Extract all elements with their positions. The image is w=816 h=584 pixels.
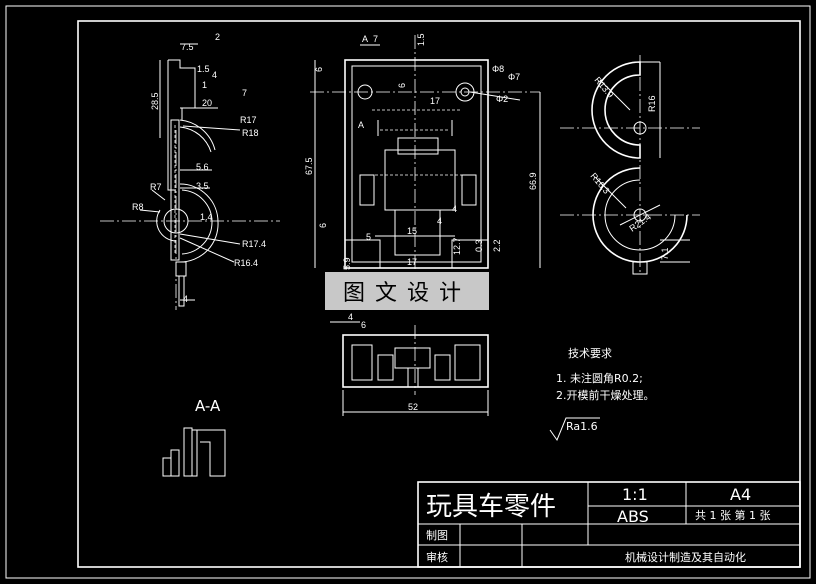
dim-side-10: R18 <box>242 128 259 138</box>
dim-front-12: 6 <box>318 223 328 228</box>
dim-right-1: R13.9 <box>592 75 615 100</box>
dim-side-2: 2 <box>215 32 220 42</box>
dim-bottom-3: 52 <box>408 402 418 412</box>
dim-front-22: 5.9 <box>342 257 352 270</box>
dim-front-6: Φ8 <box>492 64 504 74</box>
dim-side-13: R7 <box>150 182 162 192</box>
dim-side-17: R16.4 <box>234 258 258 268</box>
dim-front-18: 12.7 <box>452 237 462 255</box>
part-name: 玩具车零件 <box>426 492 556 522</box>
dim-side-14: R8 <box>132 202 144 212</box>
dim-front-14: 15 <box>407 226 417 236</box>
front-view <box>310 35 541 280</box>
dim-front-16: 5 <box>366 232 371 242</box>
dim-side-5: 1 <box>202 80 207 90</box>
dim-side-6: 7 <box>242 88 247 98</box>
side-view <box>100 43 280 310</box>
dim-front-7: Φ7 <box>508 72 520 82</box>
dim-front-21: 66.9 <box>528 172 538 190</box>
dim-bottom-2: 6 <box>361 320 366 330</box>
dim-side-16: R17.4 <box>242 239 266 249</box>
drawn-by-label: 制图 <box>426 529 448 542</box>
dim-right-3: R16.3 <box>588 171 611 196</box>
dim-front-9: 17 <box>430 96 440 106</box>
material: ABS <box>617 507 649 526</box>
dim-side-7: 28.5 <box>150 92 160 110</box>
bottom-view <box>330 321 489 416</box>
roughness-value: Ra1.6 <box>566 420 598 433</box>
organization: 机械设计制造及其自动化 <box>625 550 746 564</box>
sheet-info: 共 1 张 第 1 张 <box>695 508 770 522</box>
dim-front-20: 2.2 <box>492 239 502 252</box>
dim-front-2: 7 <box>373 34 378 44</box>
dim-front-8: Φ2 <box>496 94 508 104</box>
title-block <box>417 481 801 568</box>
section-label: A-A <box>195 397 221 415</box>
dim-front-5: 6 <box>397 83 407 88</box>
dim-side-9: R17 <box>240 115 257 125</box>
section-view <box>162 427 226 477</box>
dim-side-8: 20 <box>202 98 212 108</box>
dim-front-4: 6 <box>314 67 324 72</box>
dim-side-3: 1.5 <box>197 64 210 74</box>
dim-front-1: A <box>362 34 368 44</box>
roughness-symbol <box>549 417 600 442</box>
scale: 1:1 <box>622 485 648 504</box>
outer-frame <box>5 5 811 579</box>
watermark: 图文设计 <box>325 272 489 310</box>
tech-req-heading: 技术要求 <box>568 347 612 360</box>
dim-side-4: 4 <box>212 70 217 80</box>
dim-front-3: 1.5 <box>416 33 426 46</box>
dim-front-19: 0.3 <box>474 239 484 252</box>
dim-front-10: A <box>358 120 364 130</box>
checked-by-label: 审核 <box>426 550 448 564</box>
dim-side-18: 4 <box>183 294 188 304</box>
paper-size: A4 <box>730 485 751 504</box>
tech-req-item-1: 1. 未注圆角R0.2; <box>556 371 643 385</box>
dim-front-11: 67.5 <box>304 157 314 175</box>
dim-side-12: 3.5 <box>196 181 209 191</box>
dim-right-5: 7.1 <box>660 247 670 260</box>
dim-side-1: 7.5 <box>181 42 194 52</box>
tech-req-item-2: 2.开模前干燥处理。 <box>556 388 655 402</box>
dim-side-11: 5.6 <box>196 162 209 172</box>
dim-front-17: 17 <box>407 257 417 267</box>
dim-bottom-1: 4 <box>348 312 353 322</box>
dim-front-13: 4 <box>452 204 457 214</box>
dim-front-15: 4 <box>437 216 442 226</box>
dim-right-2: R16 <box>647 95 657 112</box>
right-view <box>560 55 700 275</box>
dim-side-15: 1.4 <box>200 212 213 222</box>
